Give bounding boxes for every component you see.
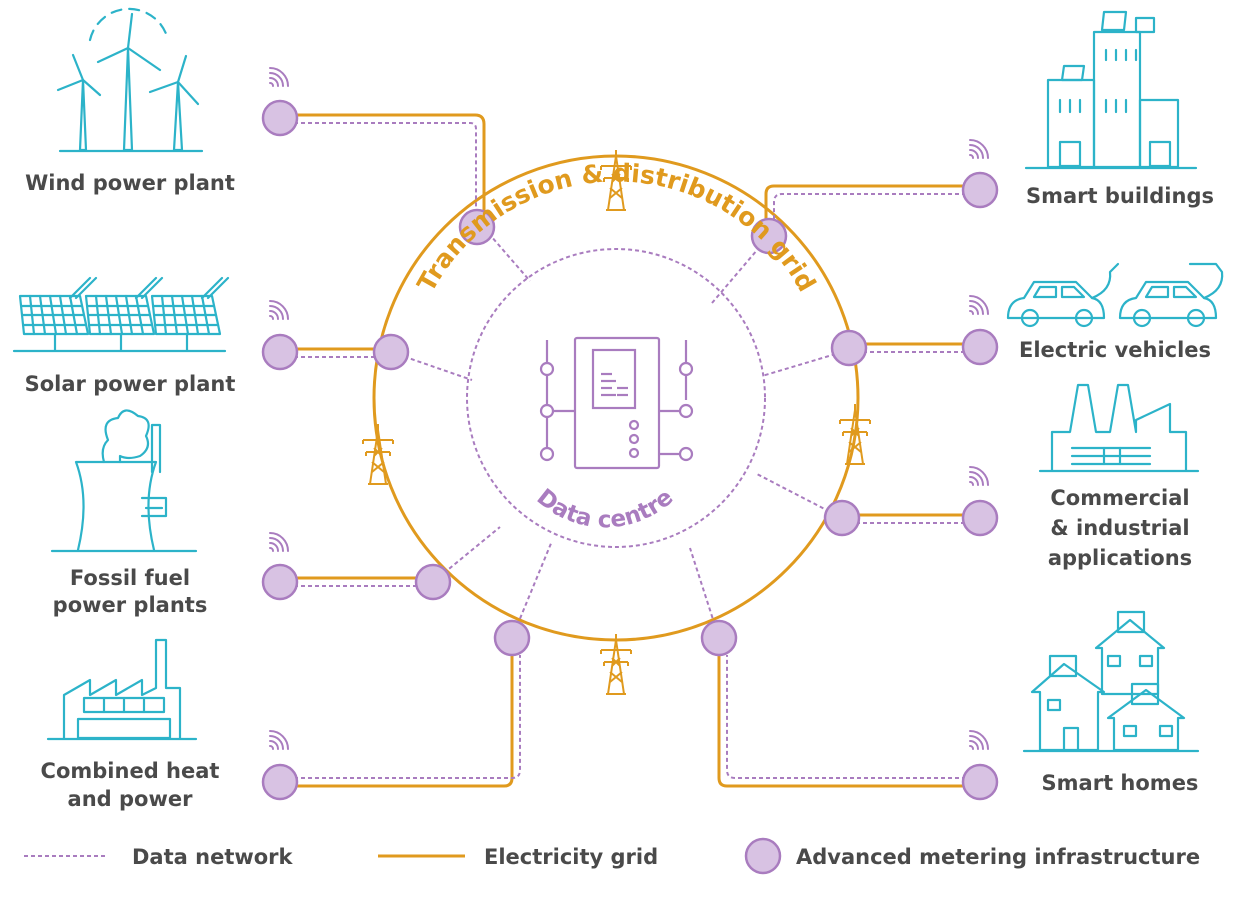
fossil-label-line2: power plants <box>53 593 208 617</box>
legend-electricity-grid: Electricity grid <box>484 845 658 869</box>
homes-label: Smart homes <box>1042 771 1199 795</box>
legend: Data network Electricity grid Advanced m… <box>24 837 1200 875</box>
chp-label-line2: and power <box>68 787 194 811</box>
vehicles-label: Electric vehicles <box>1019 338 1211 362</box>
legend-data-network: Data network <box>132 845 294 869</box>
endpoint-nodes <box>261 99 999 801</box>
solar-label: Solar power plant <box>25 372 236 396</box>
fossil-fuel-plant-icon <box>50 409 198 553</box>
wind-turbine-icon <box>56 7 204 153</box>
electric-vehicle-icon <box>1006 262 1224 328</box>
fossil-label-line1: Fossil fuel <box>70 566 190 590</box>
right-connections <box>717 184 980 788</box>
industrial-factory-icon <box>1038 383 1200 473</box>
ring-nodes <box>372 208 868 657</box>
data-centre-label: Data centre <box>532 484 678 533</box>
left-connections <box>280 113 521 788</box>
chp-factory-icon <box>46 638 198 741</box>
solar-panel-icon <box>12 276 230 353</box>
data-centre-cabinet-icon <box>539 336 694 470</box>
chp-label-line1: Combined heat <box>41 759 220 783</box>
industrial-label-line3: applications <box>1048 546 1192 570</box>
smart-building-icon <box>1024 10 1198 170</box>
industrial-label-line1: Commercial <box>1050 486 1189 510</box>
smart-homes-icon <box>1022 610 1200 753</box>
legend-ami: Advanced metering infrastructure <box>796 845 1200 869</box>
industrial-label-line2: & industrial <box>1050 516 1189 540</box>
wind-label: Wind power plant <box>25 171 235 195</box>
data-ring <box>466 248 766 548</box>
buildings-label: Smart buildings <box>1026 184 1214 208</box>
